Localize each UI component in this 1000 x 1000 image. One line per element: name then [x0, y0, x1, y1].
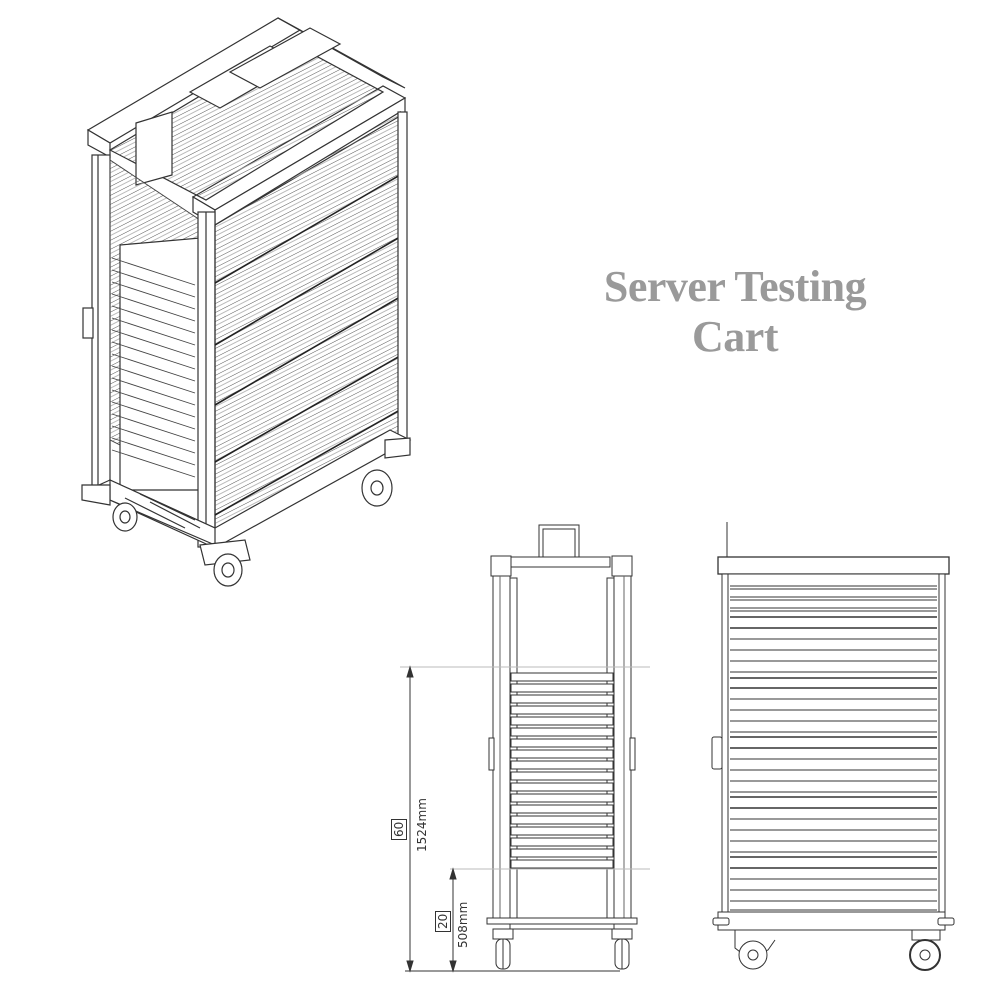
side-view: [711, 522, 955, 971]
iso-caster: [112, 469, 393, 587]
title-line-1: Server Testing: [603, 262, 867, 311]
side-caster-right: [909, 929, 941, 971]
base-height-mm-label: 508mm: [456, 902, 470, 948]
overall-height-inches: 60: [391, 818, 407, 840]
side-view-panels: [730, 585, 937, 911]
front-caster-left: [492, 928, 514, 970]
base-height-mm: 508mm: [456, 901, 470, 948]
overall-height-mm-label: 1524mm: [415, 798, 429, 852]
side-caster-locking: [734, 930, 776, 970]
base-height-label: 20: [435, 905, 451, 932]
isometric-view: [81, 17, 412, 587]
title-line-2: Cart: [692, 312, 778, 361]
front-caster-right: [611, 928, 633, 970]
dimension-lines: [406, 665, 457, 973]
drawing-title: Server Testing Cart: [560, 262, 910, 362]
base-height-inches: 20: [435, 910, 451, 932]
overall-height-label: 60: [391, 813, 407, 840]
front-view-shelves: [510, 672, 614, 869]
overall-height-mm: 1524mm: [415, 798, 429, 852]
front-view: [400, 524, 650, 972]
